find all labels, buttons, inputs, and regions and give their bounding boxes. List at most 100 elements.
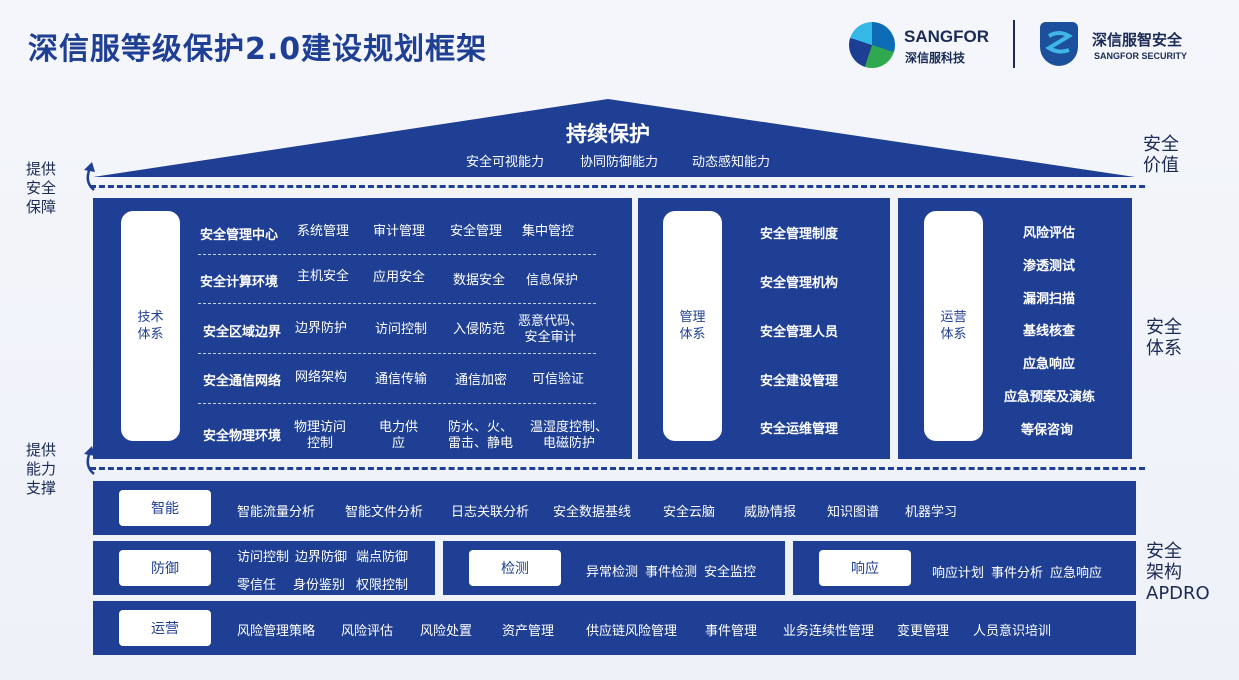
operate-item: 风险管理策略: [237, 624, 316, 639]
label-line: 安全: [1146, 317, 1182, 338]
tech-row-item: 安全管理: [450, 224, 503, 239]
label-line: 价值: [1143, 155, 1179, 176]
tech-row-item: 访问控制: [375, 322, 428, 337]
tech-row-item: 防水、火、 雷击、静电: [448, 420, 514, 451]
operate-item: 供应链风险管理: [586, 624, 678, 639]
operate-bar: [93, 601, 1136, 655]
intel-bar: [93, 481, 1136, 535]
ops-item: 等保咨询: [1021, 423, 1074, 438]
ops-item: 风险评估: [1023, 226, 1076, 241]
row-divider: [198, 254, 596, 255]
tech-row-item: 网络架构: [295, 370, 348, 385]
tech-row-head: 安全管理中心: [200, 228, 279, 243]
intel-item: 威胁情报: [744, 505, 797, 520]
tech-row-item: 电力供 应: [379, 420, 419, 451]
intel-item: 日志关联分析: [451, 505, 530, 520]
tech-system-pill: 技术 体系: [121, 211, 180, 441]
pill-line: 体系: [940, 327, 967, 342]
right-label-value: 安全 价值: [1143, 134, 1179, 176]
tech-row-item: 温湿度控制、 电磁防护: [530, 420, 609, 451]
pill-line: 管理: [679, 310, 706, 325]
operate-item: 资产管理: [502, 624, 555, 639]
operate-item: 人员意识培训: [973, 624, 1052, 639]
defense-label: 防御: [119, 550, 211, 586]
mgmt-item: 安全建设管理: [760, 374, 839, 389]
roof-item: 动态感知能力: [692, 155, 771, 170]
operate-item: 变更管理: [897, 624, 950, 639]
roof-title: 持续保护: [566, 122, 650, 146]
intel-label: 智能: [119, 490, 211, 526]
defense-item: 端点防御: [356, 550, 409, 565]
tech-row-item: 应用安全: [373, 270, 426, 285]
respond-item: 应急响应: [1050, 566, 1103, 581]
row-divider: [198, 303, 596, 304]
defense-item: 零信任: [237, 578, 277, 593]
tech-row-item: 审计管理: [373, 224, 426, 239]
tech-row-item: 物理访问 控制: [294, 420, 347, 451]
tech-row-item: 系统管理: [297, 224, 350, 239]
detect-label: 检测: [469, 550, 561, 586]
tech-row-item: 可信验证: [532, 372, 585, 387]
security-logo-text: 深信服智安全: [1092, 31, 1183, 49]
ops-system-pill: 运营 体系: [924, 211, 983, 441]
roof-item: 安全可视能力: [466, 155, 545, 170]
arrow-up-icon: [84, 446, 95, 475]
tech-row-item: 集中管控: [522, 224, 575, 239]
pill-line: 技术: [137, 310, 164, 325]
label-line: 安全: [26, 179, 57, 197]
label-line: 提供: [26, 441, 57, 459]
sangfor-logo-icon: [849, 22, 895, 68]
intel-item: 知识图谱: [827, 505, 880, 520]
label-line: 能力: [26, 460, 57, 478]
intel-item: 安全数据基线: [553, 505, 632, 520]
label-line: APDRO: [1146, 583, 1210, 604]
security-logo-subtext: SANGFOR SECURITY: [1094, 51, 1188, 61]
sangfor-logo-text: SANGFOR: [904, 27, 989, 46]
divider-bottom: [90, 467, 1145, 470]
right-label-arch: 安全 架构 APDRO: [1146, 541, 1210, 604]
label-line: 保障: [26, 198, 57, 216]
label-line: 安全: [1146, 541, 1182, 562]
arrow-up-icon: [84, 162, 95, 191]
pill-line: 体系: [679, 327, 706, 342]
ops-item: 漏洞扫描: [1023, 292, 1076, 307]
tech-row-head: 安全物理环境: [203, 429, 282, 444]
intel-item: 智能文件分析: [345, 505, 424, 520]
intel-item: 智能流量分析: [237, 505, 316, 520]
mgmt-item: 安全管理人员: [760, 325, 839, 340]
detect-item: 异常检测: [586, 565, 639, 580]
tech-row-item: 主机安全: [297, 269, 350, 284]
respond-label: 响应: [819, 550, 911, 586]
intel-item: 安全云脑: [663, 505, 716, 520]
mgmt-system-pill: 管理 体系: [663, 211, 722, 441]
tech-row-item: 数据安全: [453, 273, 506, 288]
sangfor-logo-subtext: 深信服科技: [905, 51, 966, 65]
respond-item: 响应计划: [932, 566, 985, 581]
row-divider: [198, 403, 596, 404]
operate-item: 风险处置: [420, 624, 473, 639]
left-label-top: 提供 安全 保障: [26, 160, 56, 217]
ops-item: 应急响应: [1023, 357, 1076, 372]
tech-row-item: 恶意代码、 安全审计: [518, 314, 584, 345]
mgmt-item: 安全运维管理: [760, 422, 839, 437]
defense-item: 边界防御: [295, 550, 348, 565]
tech-row-head: 安全通信网络: [203, 374, 282, 389]
right-label-system: 安全 体系: [1146, 317, 1182, 359]
operate-item: 事件管理: [705, 624, 758, 639]
row-divider: [198, 353, 596, 354]
intel-item: 机器学习: [905, 505, 958, 520]
label-line: 体系: [1146, 338, 1182, 359]
roof-item: 协同防御能力: [580, 155, 659, 170]
label-line: 安全: [1143, 134, 1179, 155]
label-line: 支撑: [26, 479, 57, 497]
tech-row-head: 安全计算环境: [200, 275, 279, 290]
ops-item: 基线核查: [1023, 324, 1076, 339]
divider-top: [90, 185, 1145, 188]
operate-item: 业务连续性管理: [783, 624, 875, 639]
detect-item: 安全监控: [704, 565, 757, 580]
mgmt-item: 安全管理机构: [760, 276, 839, 291]
operate-label: 运营: [119, 610, 211, 646]
pill-line: 运营: [940, 310, 967, 325]
respond-item: 事件分析: [991, 566, 1044, 581]
tech-row-item: 信息保护: [526, 273, 579, 288]
